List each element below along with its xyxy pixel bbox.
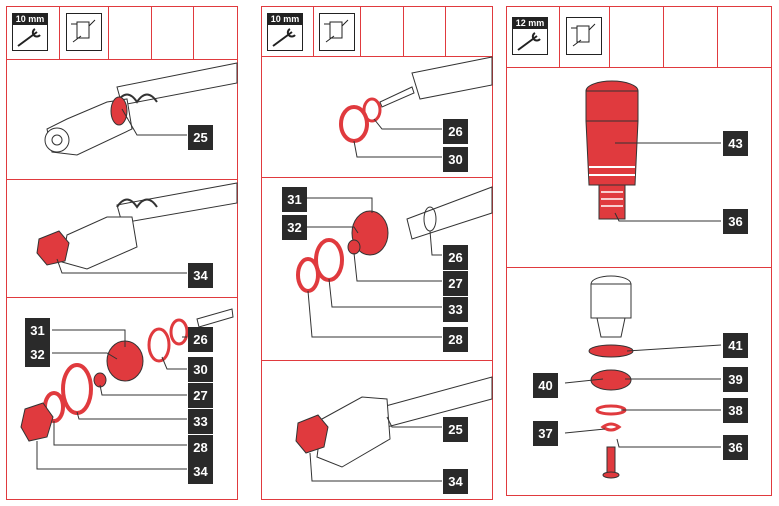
callout-28: 28 bbox=[443, 327, 468, 352]
callout-27: 27 bbox=[188, 383, 213, 408]
pipe-fitting-drawing bbox=[44, 62, 238, 156]
callout-40: 40 bbox=[533, 373, 558, 398]
callout-37: 37 bbox=[533, 421, 558, 446]
callout-26: 26 bbox=[188, 327, 213, 352]
callout-32: 32 bbox=[282, 215, 307, 240]
exploded-parts-drawing bbox=[296, 186, 493, 293]
callout-31: 31 bbox=[282, 187, 307, 212]
exploded-parts-drawing bbox=[20, 308, 234, 442]
callout-39: 39 bbox=[723, 367, 748, 392]
callout-26: 26 bbox=[443, 245, 468, 270]
callout-36: 36 bbox=[723, 209, 748, 234]
wrench-size-label: 12 mm bbox=[512, 17, 548, 29]
callout-31: 31 bbox=[25, 318, 50, 343]
panel-2: 10 mm bbox=[261, 6, 493, 500]
valve-tool-icon bbox=[66, 13, 102, 51]
callout-36: 36 bbox=[723, 435, 748, 460]
panel-3-drawing bbox=[564, 80, 722, 479]
pipe-fitting-drawing bbox=[295, 376, 493, 468]
callout-28: 28 bbox=[188, 435, 213, 460]
callout-30: 30 bbox=[188, 357, 213, 382]
callout-34: 34 bbox=[443, 469, 468, 494]
exploded-parts-drawing bbox=[339, 56, 493, 143]
callout-33: 33 bbox=[443, 297, 468, 322]
callout-27: 27 bbox=[443, 271, 468, 296]
callout-34: 34 bbox=[188, 459, 213, 484]
wrench-size-label: 10 mm bbox=[12, 13, 48, 25]
callout-25: 25 bbox=[443, 417, 468, 442]
callout-38: 38 bbox=[723, 398, 748, 423]
cartridge-parts-drawing bbox=[588, 275, 634, 479]
callout-33: 33 bbox=[188, 409, 213, 434]
wrench-size-label: 10 mm bbox=[267, 13, 303, 25]
valve-tool-icon bbox=[319, 13, 355, 51]
valve-tool-icon bbox=[566, 17, 602, 55]
callout-43: 43 bbox=[723, 131, 748, 156]
panel-2-header: 10 mm bbox=[262, 7, 492, 56]
wrench-icon: 12 mm bbox=[512, 17, 548, 55]
panel-3: 12 mm bbox=[506, 6, 772, 496]
pipe-fitting-drawing bbox=[36, 182, 238, 270]
panel-2-drawing bbox=[295, 56, 493, 482]
callout-25: 25 bbox=[188, 125, 213, 150]
callout-41: 41 bbox=[723, 333, 748, 358]
wrench-icon: 10 mm bbox=[267, 13, 303, 51]
panel-1-header: 10 mm bbox=[7, 7, 237, 59]
panel-3-header: 12 mm bbox=[507, 7, 771, 67]
panel-1: 10 mm bbox=[6, 6, 238, 500]
callout-26: 26 bbox=[443, 119, 468, 144]
wrench-icon: 10 mm bbox=[12, 13, 48, 51]
panel-1-drawing bbox=[20, 62, 238, 470]
callout-34: 34 bbox=[188, 263, 213, 288]
cartridge-drawing bbox=[585, 80, 639, 220]
callout-32: 32 bbox=[25, 342, 50, 367]
callout-30: 30 bbox=[443, 147, 468, 172]
